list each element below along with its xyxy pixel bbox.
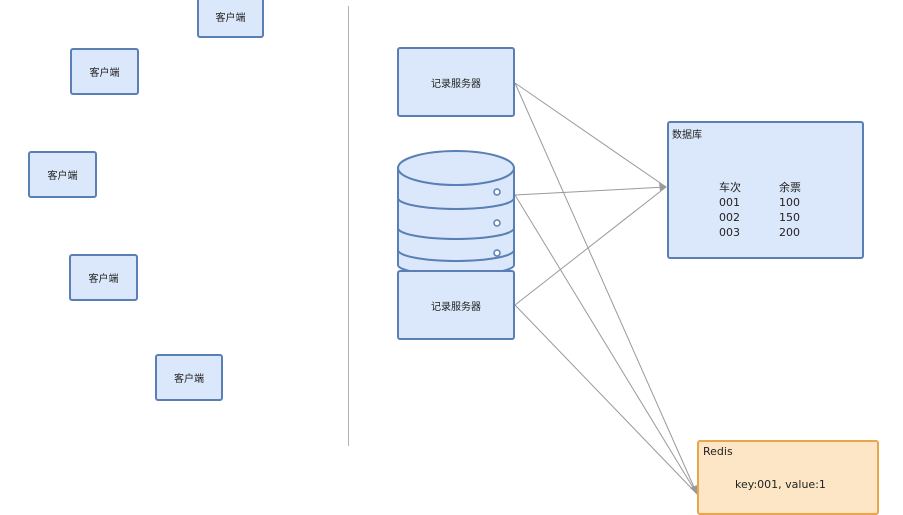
connector-server2-database [514, 186, 667, 306]
database-panel: 数据库 车次 余票 001 100 002 150 003 200 [667, 121, 864, 259]
arrowhead-redis [690, 485, 698, 495]
record-server-box-2: 记录服务器 [397, 270, 515, 340]
database-cylinder-icon [397, 150, 515, 276]
record-server-box-1: 记录服务器 [397, 47, 515, 117]
client-box-3: 客户端 [28, 151, 97, 198]
redis-entry: key:001, value:1 [735, 478, 826, 491]
column-header-train: 车次 [719, 181, 741, 194]
connector-cylinder-database [514, 186, 667, 196]
client-box-4: 客户端 [69, 254, 138, 301]
connector-server1-redis [514, 82, 698, 495]
database-title: 数据库 [672, 130, 702, 141]
ticket-table: 车次 余票 001 100 002 150 003 200 [719, 179, 801, 240]
record-server-label: 记录服务器 [431, 301, 481, 313]
cell-train: 001 [719, 196, 740, 209]
column-header-tickets: 余票 [779, 181, 801, 194]
table-row: 001 100 [719, 195, 801, 210]
connector-cylinder-redis [514, 194, 698, 495]
redis-title: Redis [703, 445, 733, 458]
client-box-5: 客户端 [155, 354, 223, 401]
client-label: 客户端 [174, 374, 204, 385]
connector-server1-database [514, 82, 667, 188]
client-label: 客户端 [88, 274, 119, 285]
cell-tickets: 100 [779, 196, 800, 209]
client-label: 客户端 [215, 12, 246, 24]
cell-train: 002 [719, 211, 740, 224]
client-label: 客户端 [47, 171, 78, 182]
connector-server2-redis [514, 304, 698, 495]
client-box-2: 客户端 [70, 48, 139, 95]
redis-panel: Redis key:001, value:1 [697, 440, 879, 515]
table-header-row: 车次 余票 [719, 179, 801, 195]
table-row: 003 200 [719, 225, 801, 240]
vertical-divider [348, 6, 349, 446]
cell-tickets: 200 [779, 226, 800, 239]
client-box-1: 客户端 [197, 0, 264, 38]
arrowhead-database [659, 182, 667, 191]
table-row: 002 150 [719, 210, 801, 225]
record-server-label: 记录服务器 [431, 78, 481, 90]
cell-tickets: 150 [779, 211, 800, 224]
client-label: 客户端 [89, 68, 120, 79]
cell-train: 003 [719, 226, 740, 239]
